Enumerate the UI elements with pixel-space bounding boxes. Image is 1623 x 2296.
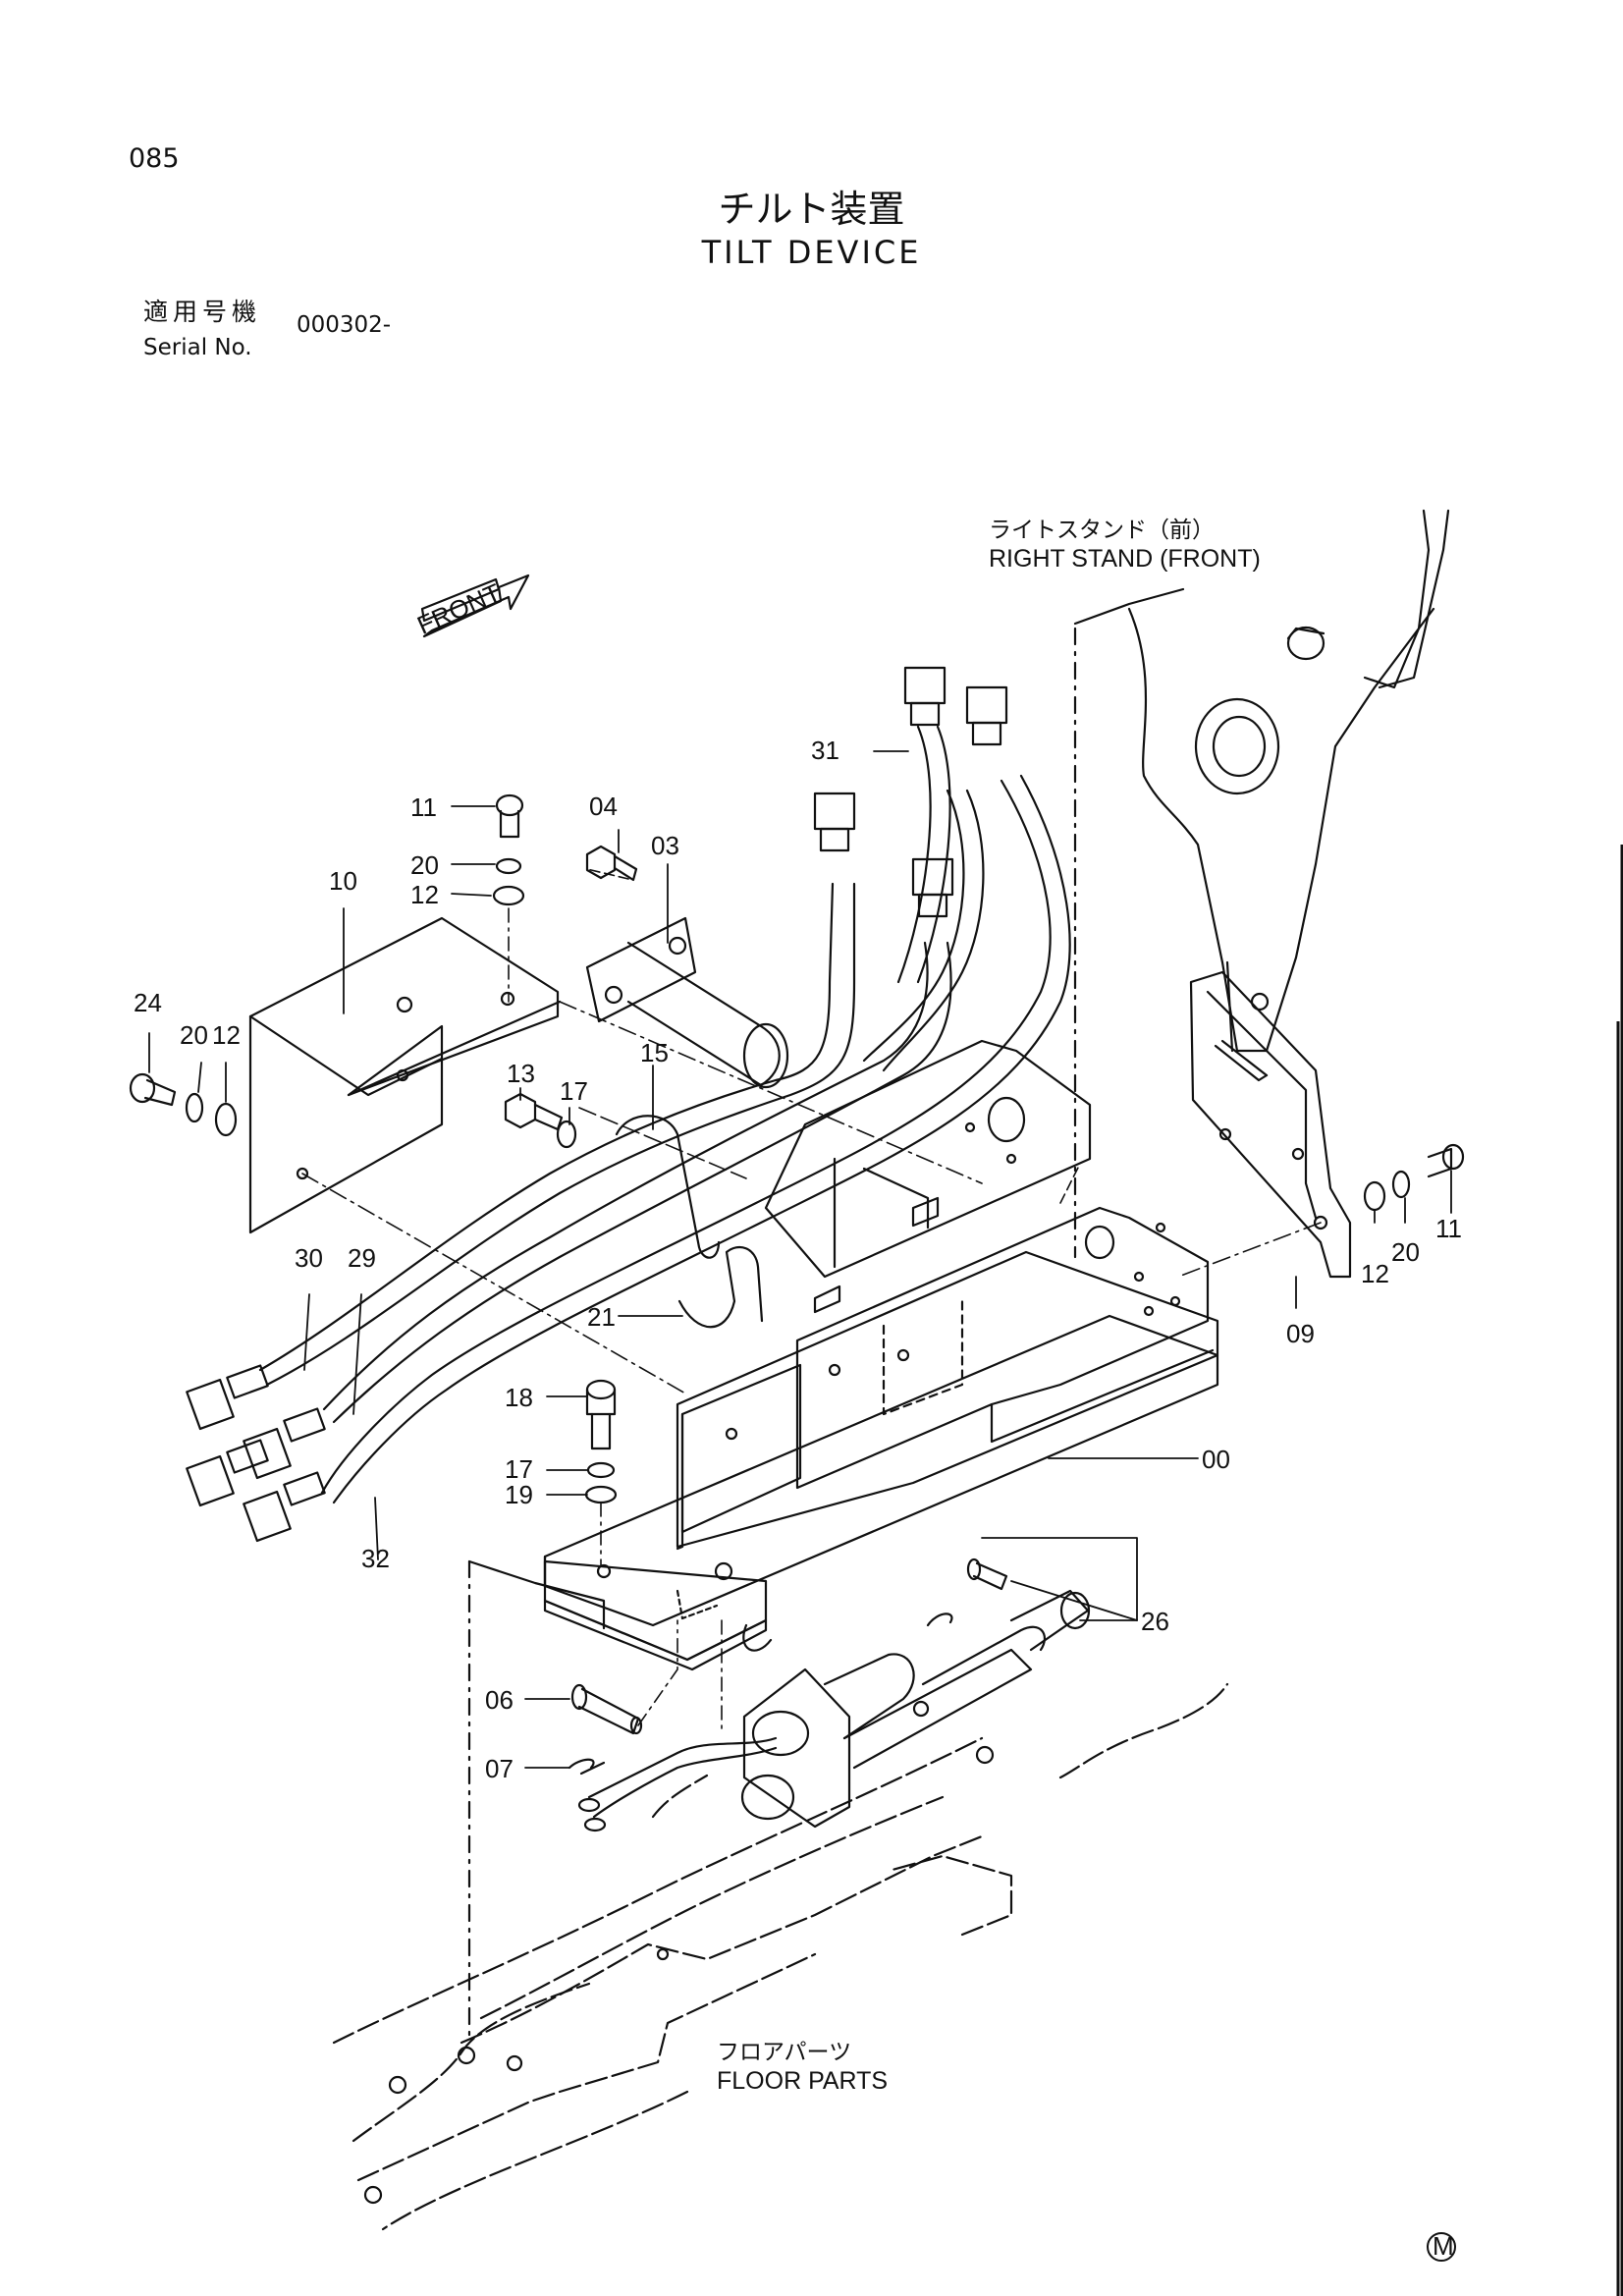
callout-09: 09 xyxy=(1286,1319,1315,1348)
callout-leaders xyxy=(148,750,1452,1769)
callout-20-upper: 20 xyxy=(410,850,439,880)
callout-13: 13 xyxy=(507,1059,535,1088)
callout-07: 07 xyxy=(485,1754,514,1783)
part-15-clamp xyxy=(615,1115,721,1259)
part-06-pin xyxy=(570,1683,643,1735)
right-stand-label-english: RIGHT STAND (FRONT) xyxy=(989,545,1261,573)
part-03-pin xyxy=(585,916,789,1089)
callout-06: 06 xyxy=(485,1685,514,1715)
callout-11-right: 11 xyxy=(1435,1214,1462,1243)
callout-31: 31 xyxy=(811,736,839,765)
tilt-actuator xyxy=(577,1589,1091,1832)
right-stand-outline xyxy=(1073,509,1450,1259)
callout-17-upper: 17 xyxy=(560,1076,588,1106)
connector-part-30 xyxy=(186,1364,269,1431)
callout-12-left: 12 xyxy=(212,1020,241,1050)
part-12-washer-upper xyxy=(492,885,525,906)
wire-harness xyxy=(258,725,1071,1504)
page-number: 085 xyxy=(129,143,180,174)
title-japanese: チルト装置 xyxy=(718,188,905,231)
part-19-washer xyxy=(584,1485,618,1504)
callout-15: 15 xyxy=(640,1038,669,1067)
page-edge-line xyxy=(1616,845,1623,2296)
floor-parts-label-japanese: フロアパーツ xyxy=(717,2040,852,2065)
part-20-spring-washer-upper xyxy=(495,857,522,875)
part-17-washer-upper xyxy=(556,1120,577,1149)
callout-20-left: 20 xyxy=(180,1020,208,1050)
callout-21: 21 xyxy=(587,1302,616,1332)
part-00-tilt-bracket xyxy=(543,1039,1219,1627)
connector-part-31-b xyxy=(903,666,947,727)
callout-19: 19 xyxy=(505,1480,533,1509)
part-09-plate xyxy=(1189,970,1352,1279)
connector-part-31-c xyxy=(965,685,1008,746)
part-13-bolt xyxy=(504,1092,564,1131)
callout-29: 29 xyxy=(348,1243,376,1273)
serial-label-english: Serial No. xyxy=(143,335,252,360)
connector-part-31-a xyxy=(813,792,856,852)
part-20-spring-washer-left xyxy=(185,1092,204,1123)
m-mark-icon: M xyxy=(1427,2231,1456,2262)
front-arrow-label: FRONT xyxy=(412,577,505,640)
part-07-cotter-pin xyxy=(568,1758,606,1776)
callout-18: 18 xyxy=(505,1383,533,1412)
serial-label-japanese: 適用号機 xyxy=(143,298,262,326)
connector-part-29 xyxy=(243,1407,326,1480)
m-mark-letter: M xyxy=(1433,2231,1454,2261)
right-stand-label-japanese: ライトスタンド（前） xyxy=(989,518,1215,543)
callout-26: 26 xyxy=(1141,1607,1169,1636)
part-20-spring-washer-right xyxy=(1391,1170,1411,1199)
floor-parts-label-english: FLOOR PARTS xyxy=(717,2067,889,2095)
callout-03: 03 xyxy=(651,831,679,860)
connector-part-32 xyxy=(243,1471,326,1543)
callout-30: 30 xyxy=(295,1243,323,1273)
center-lines xyxy=(301,868,1322,1729)
part-17-washer-lower xyxy=(586,1461,616,1479)
part-26-pin xyxy=(926,1558,1008,1627)
front-arrow-icon xyxy=(420,574,530,638)
callout-32: 32 xyxy=(361,1544,390,1573)
part-10-cover-plate xyxy=(248,916,562,1234)
part-12-washer-right xyxy=(1363,1180,1386,1212)
part-11-bolt-upper xyxy=(495,793,524,839)
floor-parts-outline xyxy=(332,1559,1229,2231)
title-english: TILT DEVICE xyxy=(701,234,922,271)
part-24-bolt xyxy=(129,1072,177,1107)
part-12-washer-left xyxy=(214,1102,238,1137)
callout-12-right: 12 xyxy=(1361,1259,1389,1288)
part-21-clamp xyxy=(677,1245,764,1329)
base-plate xyxy=(543,1559,773,1671)
callout-20-right: 20 xyxy=(1391,1237,1420,1267)
part-18-socket-bolt xyxy=(585,1379,617,1450)
callout-10: 10 xyxy=(329,866,357,896)
part-04-bolt xyxy=(585,845,638,882)
callout-12-upper: 12 xyxy=(410,880,439,909)
callout-17-lower: 17 xyxy=(505,1454,533,1484)
callout-24: 24 xyxy=(134,988,162,1017)
callout-00: 00 xyxy=(1202,1445,1230,1474)
callout-04: 04 xyxy=(589,792,618,821)
connector-part-30b xyxy=(186,1439,269,1507)
callout-11-upper: 11 xyxy=(410,793,437,822)
part-11-bolt-right xyxy=(1427,1143,1465,1178)
serial-value: 000302- xyxy=(297,312,392,338)
part-callouts: 00 03 04 06 07 09 10 11 11 12 12 12 13 1… xyxy=(134,736,1462,1783)
connector-part-31-d xyxy=(911,857,954,918)
